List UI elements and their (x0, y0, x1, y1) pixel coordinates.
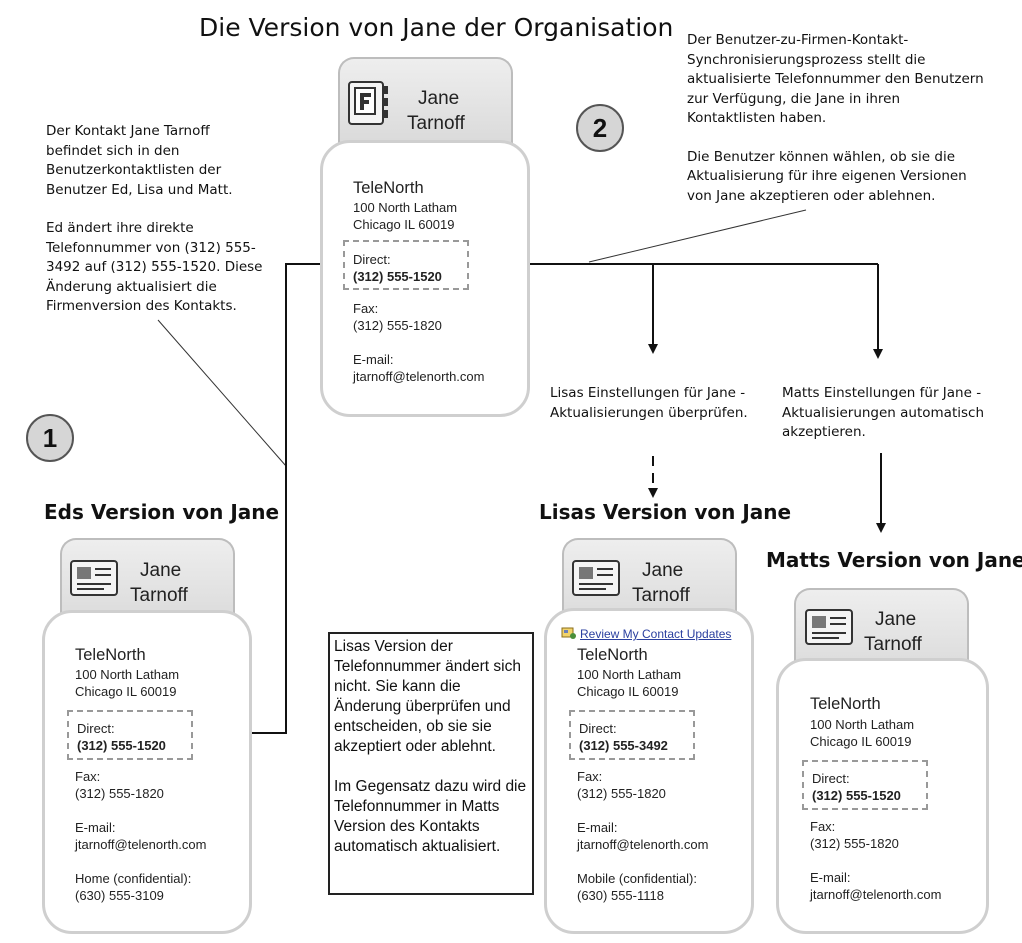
review-my-contact-updates-link[interactable]: Review My Contact Updates (580, 627, 732, 641)
direct-phone-highlight: Direct: (312) 555-1520 (67, 710, 193, 760)
email-label: E-mail: (577, 820, 618, 835)
callout-text-a: Lisas Version der Telefonnummer ändert s… (334, 638, 521, 755)
direct-label: Direct: (812, 771, 850, 786)
step-2-badge: 2 (576, 104, 624, 152)
lisa-matt-callout: Lisas Version der Telefonnummer ändert s… (328, 632, 534, 895)
contact-card-icon (68, 557, 120, 601)
address-line-2: Chicago IL 60019 (577, 684, 679, 699)
lisa-card-first-name: Jane (642, 560, 684, 581)
address-line-1: 100 North Latham (810, 717, 915, 732)
matt-card-last-name: Tarnoff (864, 634, 922, 655)
fax-label: Fax: (810, 819, 836, 834)
lisa-version-heading: Lisas Version von Jane (539, 500, 792, 524)
fax-label: Fax: (353, 301, 379, 316)
lisa-setting-note: Lisas Einstellungen für Jane - Aktualisi… (550, 385, 748, 421)
mobile-phone-label: Mobile (confidential): (577, 871, 697, 886)
org-card-last-name: Tarnoff (407, 113, 465, 134)
fax-label: Fax: (577, 769, 603, 784)
fax-value: (312) 555-1820 (75, 786, 164, 801)
org-contact-card: TeleNorth 100 North Latham Chicago IL 60… (320, 140, 530, 417)
direct-value: (312) 555-3492 (579, 738, 668, 753)
email-label: E-mail: (353, 352, 394, 367)
home-phone-value: (630) 555-3109 (75, 888, 164, 903)
ed-card-first-name: Jane (140, 560, 182, 581)
step-2-text-b: Die Benutzer können wählen, ob sie die A… (687, 148, 967, 204)
direct-label: Direct: (77, 721, 115, 736)
direct-value: (312) 555-1520 (77, 738, 166, 753)
address-line-2: Chicago IL 60019 (75, 684, 177, 699)
step-2-text-a: Der Benutzer-zu-Firmen-Kontakt-Synchroni… (687, 32, 984, 126)
matt-card-first-name: Jane (875, 609, 917, 630)
matt-contact-card: TeleNorth 100 North Latham Chicago IL 60… (776, 658, 989, 934)
address-line-1: 100 North Latham (353, 200, 458, 215)
step-1-description: Der Kontakt Jane Tarnoff befindet sich i… (46, 122, 268, 317)
contact-card-icon (570, 557, 622, 601)
email-value: jtarnoff@telenorth.com (810, 887, 942, 902)
fax-value: (312) 555-1820 (810, 836, 899, 851)
lisa-contact-card: Review My Contact Updates TeleNorth 100 … (544, 608, 754, 934)
email-label: E-mail: (810, 870, 851, 885)
direct-phone-highlight: Direct: (312) 555-1520 (343, 240, 469, 290)
direct-phone-highlight: Direct: (312) 555-1520 (802, 760, 928, 810)
callout-text-b: Im Gegensatz dazu wird die Telefonnummer… (334, 778, 527, 855)
address-line-1: 100 North Latham (577, 667, 682, 682)
matt-setting-note: Matts Einstellungen für Jane - Aktualisi… (782, 385, 985, 440)
email-value: jtarnoff@telenorth.com (353, 369, 485, 384)
matt-version-heading: Matts Version von Jane (766, 548, 1022, 572)
step-1-text-b: Ed ändert ihre direkte Telefonnummer von… (46, 220, 263, 314)
step-1-text-a: Der Kontakt Jane Tarnoff befindet sich i… (46, 123, 233, 198)
ed-version-heading: Eds Version von Jane (44, 500, 280, 524)
contact-card-icon (803, 606, 855, 650)
step-1-badge: 1 (26, 414, 74, 462)
address-book-icon (346, 80, 392, 126)
fax-label: Fax: (75, 769, 101, 784)
org-card-first-name: Jane (418, 88, 460, 109)
direct-phone-highlight: Direct: (312) 555-3492 (569, 710, 695, 760)
direct-value: (312) 555-1520 (353, 269, 442, 284)
note-1-pointer-line (157, 319, 287, 467)
fax-value: (312) 555-1820 (353, 318, 442, 333)
address-line-1: 100 North Latham (75, 667, 180, 682)
email-value: jtarnoff@telenorth.com (75, 837, 207, 852)
mobile-phone-value: (630) 555-1118 (577, 888, 664, 903)
ed-card-last-name: Tarnoff (130, 585, 188, 606)
direct-label: Direct: (579, 721, 617, 736)
home-phone-label: Home (confidential): (75, 871, 192, 886)
lisa-card-last-name: Tarnoff (632, 585, 690, 606)
address-line-2: Chicago IL 60019 (810, 734, 912, 749)
company-name: TeleNorth (353, 179, 424, 197)
note-2-pointer-line (588, 209, 807, 263)
ed-contact-card: TeleNorth 100 North Latham Chicago IL 60… (42, 610, 252, 934)
direct-value: (312) 555-1520 (812, 788, 901, 803)
step-2-description: Der Benutzer-zu-Firmen-Kontakt-Synchroni… (687, 31, 992, 206)
review-updates-icon (561, 626, 577, 640)
fax-value: (312) 555-1820 (577, 786, 666, 801)
company-name: TeleNorth (810, 695, 881, 713)
address-line-2: Chicago IL 60019 (353, 217, 455, 232)
direct-label: Direct: (353, 252, 391, 267)
org-version-heading: Die Version von Jane der Organisation (199, 13, 674, 42)
email-label: E-mail: (75, 820, 116, 835)
email-value: jtarnoff@telenorth.com (577, 837, 709, 852)
company-name: TeleNorth (75, 646, 146, 664)
company-name: TeleNorth (577, 646, 648, 664)
